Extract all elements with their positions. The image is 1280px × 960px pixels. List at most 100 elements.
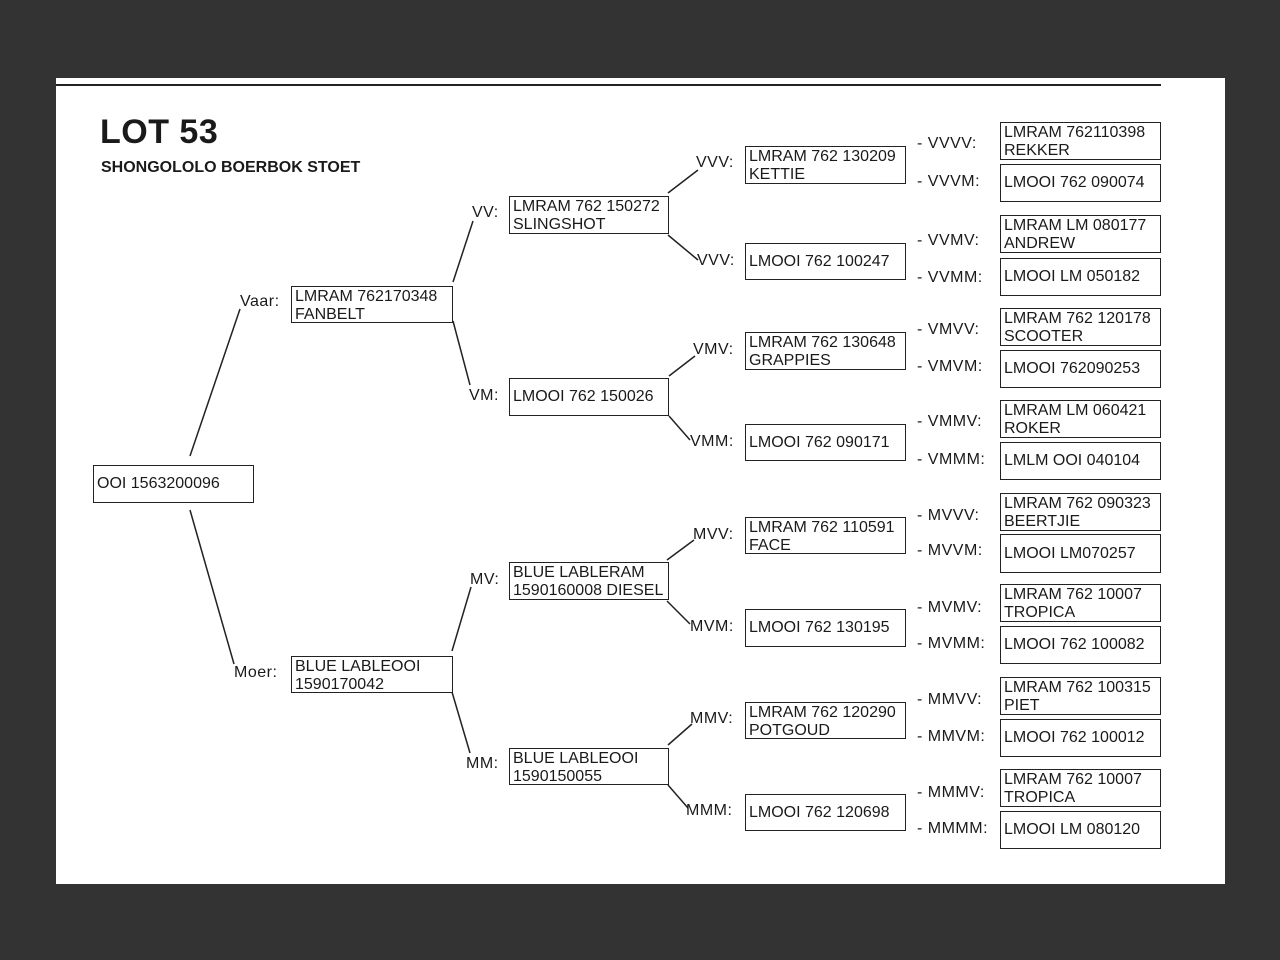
label-mvvv: - MVVV:: [917, 507, 980, 524]
animal-box-vmmv: LMRAM LM 060421 ROKER: [1000, 400, 1161, 438]
animal-id: LMOOI 762 100247: [749, 252, 890, 270]
animal-id: LMOOI LM 050182: [1004, 268, 1141, 285]
label-mmvm: - MMVM:: [917, 728, 986, 745]
animal-name: SCOOTER: [1004, 328, 1084, 345]
connector-vv-vvv2: [667, 234, 699, 261]
animal-id: 1590150055: [513, 768, 602, 785]
label-vmvm: - VMVM:: [917, 358, 983, 375]
connector-vaar-vv: [452, 220, 474, 283]
connector-vaar-vm: [452, 320, 471, 386]
animal-box-vaar: LMRAM 762170348 FANBELT: [291, 286, 453, 323]
connector-mv-mvm: [666, 600, 691, 625]
animal-box-vmv: LMRAM 762 130648 GRAPPIES: [745, 332, 906, 370]
label-vmvv: - VMVV:: [917, 321, 980, 338]
label-mvv: MVV:: [693, 526, 734, 543]
animal-box-mmm: LMOOI 762 120698: [745, 794, 906, 831]
animal-id: LMOOI 762 150026: [513, 388, 654, 405]
connector-mv-mvv: [666, 539, 695, 561]
animal-box-vm: LMOOI 762 150026: [509, 378, 669, 416]
label-mmmv: - MMMV:: [917, 784, 985, 801]
label-mmvv: - MMVV:: [917, 691, 983, 708]
animal-id: LMRAM 762 120290: [749, 704, 896, 721]
animal-box-mm: BLUE LABLEOOI 1590150055: [509, 748, 669, 785]
animal-box-mmmv: LMRAM 762 10007 TROPICA: [1000, 769, 1161, 807]
animal-box-vvvv: LMRAM 762110398 REKKER: [1000, 122, 1161, 160]
animal-id: LMOOI 762 100012: [1004, 729, 1145, 746]
animal-box-mvm: LMOOI 762 130195: [745, 609, 906, 647]
connector-mm-mmv: [667, 723, 693, 746]
animal-id: LMRAM LM 060421: [1004, 402, 1147, 419]
animal-name: POTGOUD: [749, 722, 830, 739]
label-vmm: VMM:: [690, 433, 734, 450]
animal-box-vmvm: LMOOI 762090253: [1000, 350, 1161, 388]
animal-id: LMRAM 762 100315: [1004, 679, 1151, 696]
animal-id: LMLM OOI 040104: [1004, 452, 1141, 469]
animal-box-vvmm: LMOOI LM 050182: [1000, 258, 1161, 296]
label-mmmm: - MMMM:: [917, 820, 989, 837]
animal-name: SLINGSHOT: [513, 216, 606, 233]
animal-name: ROKER: [1004, 420, 1061, 437]
animal-box-vv: LMRAM 762 150272 SLINGSHOT: [509, 196, 669, 234]
label-mvvm: - MVVM:: [917, 542, 983, 559]
animal-box-mvmm: LMOOI 762 100082: [1000, 626, 1161, 664]
animal-box-vvv-2: LMOOI 762 100247: [745, 243, 906, 280]
lot-title: LOT 53: [100, 113, 219, 151]
label-mvmm: - MVMM:: [917, 635, 986, 652]
animal-box-mmmm: LMOOI LM 080120: [1000, 811, 1161, 849]
animal-id: LMOOI 762 100082: [1004, 636, 1145, 653]
animal-id: LMRAM 762 130209: [749, 148, 896, 165]
label-moer: Moer:: [234, 664, 278, 681]
animal-id: LMOOI 762 130195: [749, 619, 890, 636]
animal-id: LMRAM 762110398: [1004, 124, 1146, 141]
animal-id: LMRAM 762 130648: [749, 334, 896, 351]
animal-id: LMOOI 762090253: [1004, 360, 1141, 377]
animal-id: LMRAM 762170348: [295, 288, 438, 305]
label-mvmv: - MVMV:: [917, 599, 983, 616]
animal-name: KETTIE: [749, 166, 806, 183]
connector-moer-mv: [451, 586, 472, 652]
animal-box-vmmm: LMLM OOI 040104: [1000, 442, 1161, 480]
label-mmv: MMV:: [690, 710, 734, 727]
animal-id-2: 1590170042: [295, 676, 384, 693]
animal-name: PIET: [1004, 697, 1040, 714]
animal-name: FACE: [749, 537, 791, 554]
animal-id: LMOOI LM 080120: [1004, 821, 1141, 838]
animal-name: BLUE LABLEOOI: [513, 750, 639, 767]
label-mv: MV:: [470, 571, 500, 588]
label-vvvm: - VVVM:: [917, 173, 981, 190]
animal-box-mvvm: LMOOI LM070257: [1000, 534, 1161, 573]
animal-name: ANDREW: [1004, 235, 1076, 252]
animal-id: LMOOI LM070257: [1004, 544, 1136, 562]
connector-vm-vmm: [668, 415, 691, 441]
label-mmm: MMM:: [686, 802, 733, 819]
animal-box-vvv-1: LMRAM 762 130209 KETTIE: [745, 146, 906, 184]
label-vvmm: - VVMM:: [917, 269, 983, 286]
label-vvv-2: VVV:: [697, 252, 735, 269]
connector-vm-vmv: [668, 355, 696, 377]
animal-name: GRAPPIES: [749, 352, 831, 369]
animal-box-vmm: LMOOI 762 090171: [745, 424, 906, 461]
animal-id: LMOOI 762 120698: [749, 803, 890, 821]
label-vvmv: - VVMV:: [917, 232, 980, 249]
label-vmmv: - VMMV:: [917, 413, 983, 430]
animal-box-mv: BLUE LABLERAM 1590160008 DIESEL: [509, 562, 669, 600]
animal-id: BLUE LABLEOOI: [295, 658, 421, 675]
animal-id: LMRAM LM 080177: [1004, 217, 1147, 234]
animal-id: LMRAM 762 110591: [749, 519, 895, 536]
animal-id: LMOOI 762 090171: [749, 433, 890, 451]
top-rule: [56, 84, 1161, 86]
label-vv: VV:: [472, 204, 499, 221]
animal-id: LMOOI 762 090074: [1004, 174, 1145, 191]
animal-box-mvvv: LMRAM 762 090323 BEERTJIE: [1000, 493, 1161, 531]
animal-name: BLUE LABLERAM: [513, 564, 645, 581]
animal-box-mvv: LMRAM 762 110591 FACE: [745, 517, 906, 554]
animal-name: TROPICA: [1004, 789, 1076, 806]
animal-box-mvmv: LMRAM 762 10007 TROPICA: [1000, 584, 1161, 622]
animal-name: TROPICA: [1004, 604, 1076, 621]
animal-box-mmv: LMRAM 762 120290 POTGOUD: [745, 702, 906, 739]
connector-root-vaar: [189, 308, 241, 457]
label-vmmm: - VMMM:: [917, 451, 986, 468]
connector-mm-mmm: [667, 784, 689, 809]
connector-moer-mm: [451, 691, 471, 754]
